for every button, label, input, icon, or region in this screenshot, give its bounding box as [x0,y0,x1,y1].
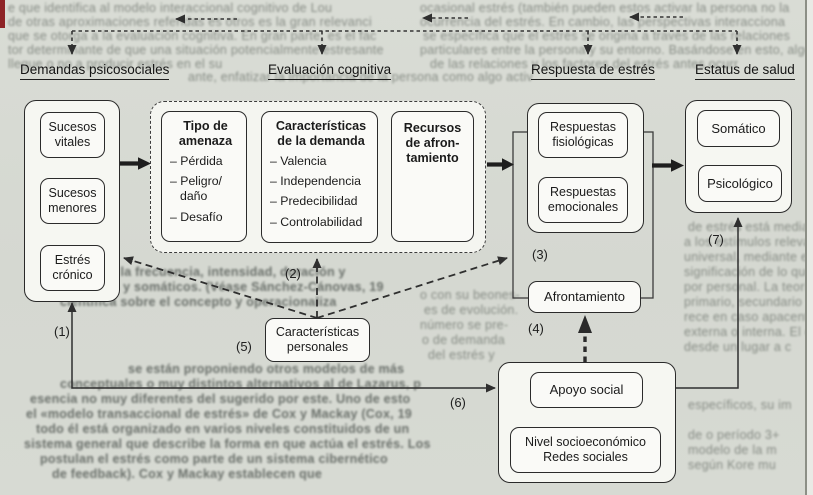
background-text-line: de otras aproximaciones referidas es otr… [8,15,372,29]
apoyo-demandas-relation-line [67,302,496,393]
background-text-line: sistema general que describe la forma en… [24,437,431,451]
background-text-line: ocurrencia del estrés. En cambio, las pe… [420,15,786,29]
header-evaluacion-cognitiva: Evaluación cognitiva [268,62,392,80]
box-sucesos-menores: Sucesos menores [40,178,105,224]
header-estatus-de-salud: Estatus de salud [695,62,795,80]
list-item: – Predecibilidad [270,194,358,209]
list-item: – Valencia [270,153,327,168]
relation-label-6: (6) [450,395,466,410]
background-text-line: significación de lo que está [684,265,813,279]
background-text-line: por personal. La teoría de La [684,280,813,294]
background-text-line: según Kore mu [688,458,777,472]
box-caracteristicas-personales: Características personales [265,318,370,362]
background-text-line: e que identifica al modelo interaccional… [8,1,333,15]
box-recursos-afrontamiento: Recursos de afron­tamiento [391,111,474,242]
background-text-line: de las relaciones y los factores del est… [430,57,739,71]
arrow-stage1-stage2-head [138,157,151,170]
background-text-line: llegue o no a producir estrés en el su [8,57,223,71]
list-item: – Pérdida [170,153,223,168]
apoyo-to-estatus-line [676,217,743,389]
page-margin-red-mark [0,0,5,28]
background-text-line: ante, enfatizar la importancia de la per… [188,70,534,84]
background-text-line: esencia no muy diferentes del sugerido p… [30,392,411,406]
background-text-line: o con su beones- [420,288,520,302]
background-text-line: específicos, su im [688,398,792,412]
background-text-line: todo él está organizado en varios nivele… [36,422,410,436]
list-item: – Peligro/ daño [170,174,222,204]
page-edge-strip [807,0,813,495]
relation-label-3: (3) [532,247,548,262]
box-respuestas-emocionales: Respuestas emocionales [538,177,628,223]
apoyo-to-afrontamiento-arrow-head [578,315,592,333]
box-nivel-socioeconomico: Nivel socioeconómico Redes sociales [510,427,661,473]
header-respuesta-de-estres: Respuesta de estrés [531,62,655,80]
header-demandas-psicosociales: Demandas psicosociales [20,62,170,80]
background-text-line: primario, secundario y reeva [684,295,813,309]
background-text-line: rece en caso apacente o d [684,310,813,324]
box-title: Tipo de amenaza [178,119,233,148]
background-text-line: psicológicos y somáticos. (Véase Sánchez… [40,280,384,294]
background-text-line: que se otorga a la evaluación cognitiva.… [8,29,377,43]
background-text-line: de o período 3+ [688,428,780,442]
list-item: – Desafío [170,209,223,224]
arrow-stage2-stage3-head [502,158,514,171]
list-item: – Independencia [270,174,361,189]
relation-label-7: (7) [708,232,724,247]
page-edge-line [805,0,807,495]
relation-label-5: (5) [236,339,252,354]
background-text-line: particulares entre la persona y su entor… [420,43,812,57]
box-tipo-de-amenaza: Tipo de amenaza – Pérdida – Peligro/ dañ… [161,111,247,242]
box-respuestas-fisiologicas: Respuestas fisiológicas [538,112,628,158]
background-text-line: modelo de la m [688,443,777,457]
background-text-line: externa o interna. El c [684,325,812,339]
relation-label-4: (4) [528,321,544,336]
background-text-line: el «modelo transaccional de estrés» de C… [26,407,412,421]
background-text-line: postulan el estrés como parte de un sist… [40,452,388,466]
arrow-stage3-stage4-head [671,159,684,172]
relation-label-2: (2) [285,266,301,281]
box-estres-cronico: Estrés crónico [40,245,105,291]
box-caracteristicas-demanda: Características de la demanda – Valencia… [261,111,378,243]
background-text-line: a los estímulos relevantes [684,235,813,249]
box-somatico: Somático [697,110,780,147]
background-text-line: medido en la frecuencia, intensidad, dur… [52,265,346,279]
box-apoyo-social: Apoyo social [530,372,643,408]
background-text-line: universal, mediante el cual [684,250,813,264]
background-text-line: de feedback). Cox y Mackay establecen qu… [52,467,323,481]
relation-label-1: (1) [54,324,70,339]
background-text-line: ocasional estrés (también pueden estos a… [420,1,790,15]
box-afrontamiento: Afrontamiento [528,281,641,313]
box-sucesos-vitales: Sucesos vitales [40,112,105,158]
background-text-line: tor determinante de que una situación po… [8,43,384,57]
box-title: Características de la demanda [275,119,367,148]
background-text-line: se específica que el estrés se origina a… [423,29,791,43]
background-text-line: de estrés está mediado [688,220,813,234]
list-item: – Controlabilidad [270,214,363,229]
personales-to-respuesta-arrow [316,256,508,319]
box-psicologico: Psicológico [698,165,782,202]
